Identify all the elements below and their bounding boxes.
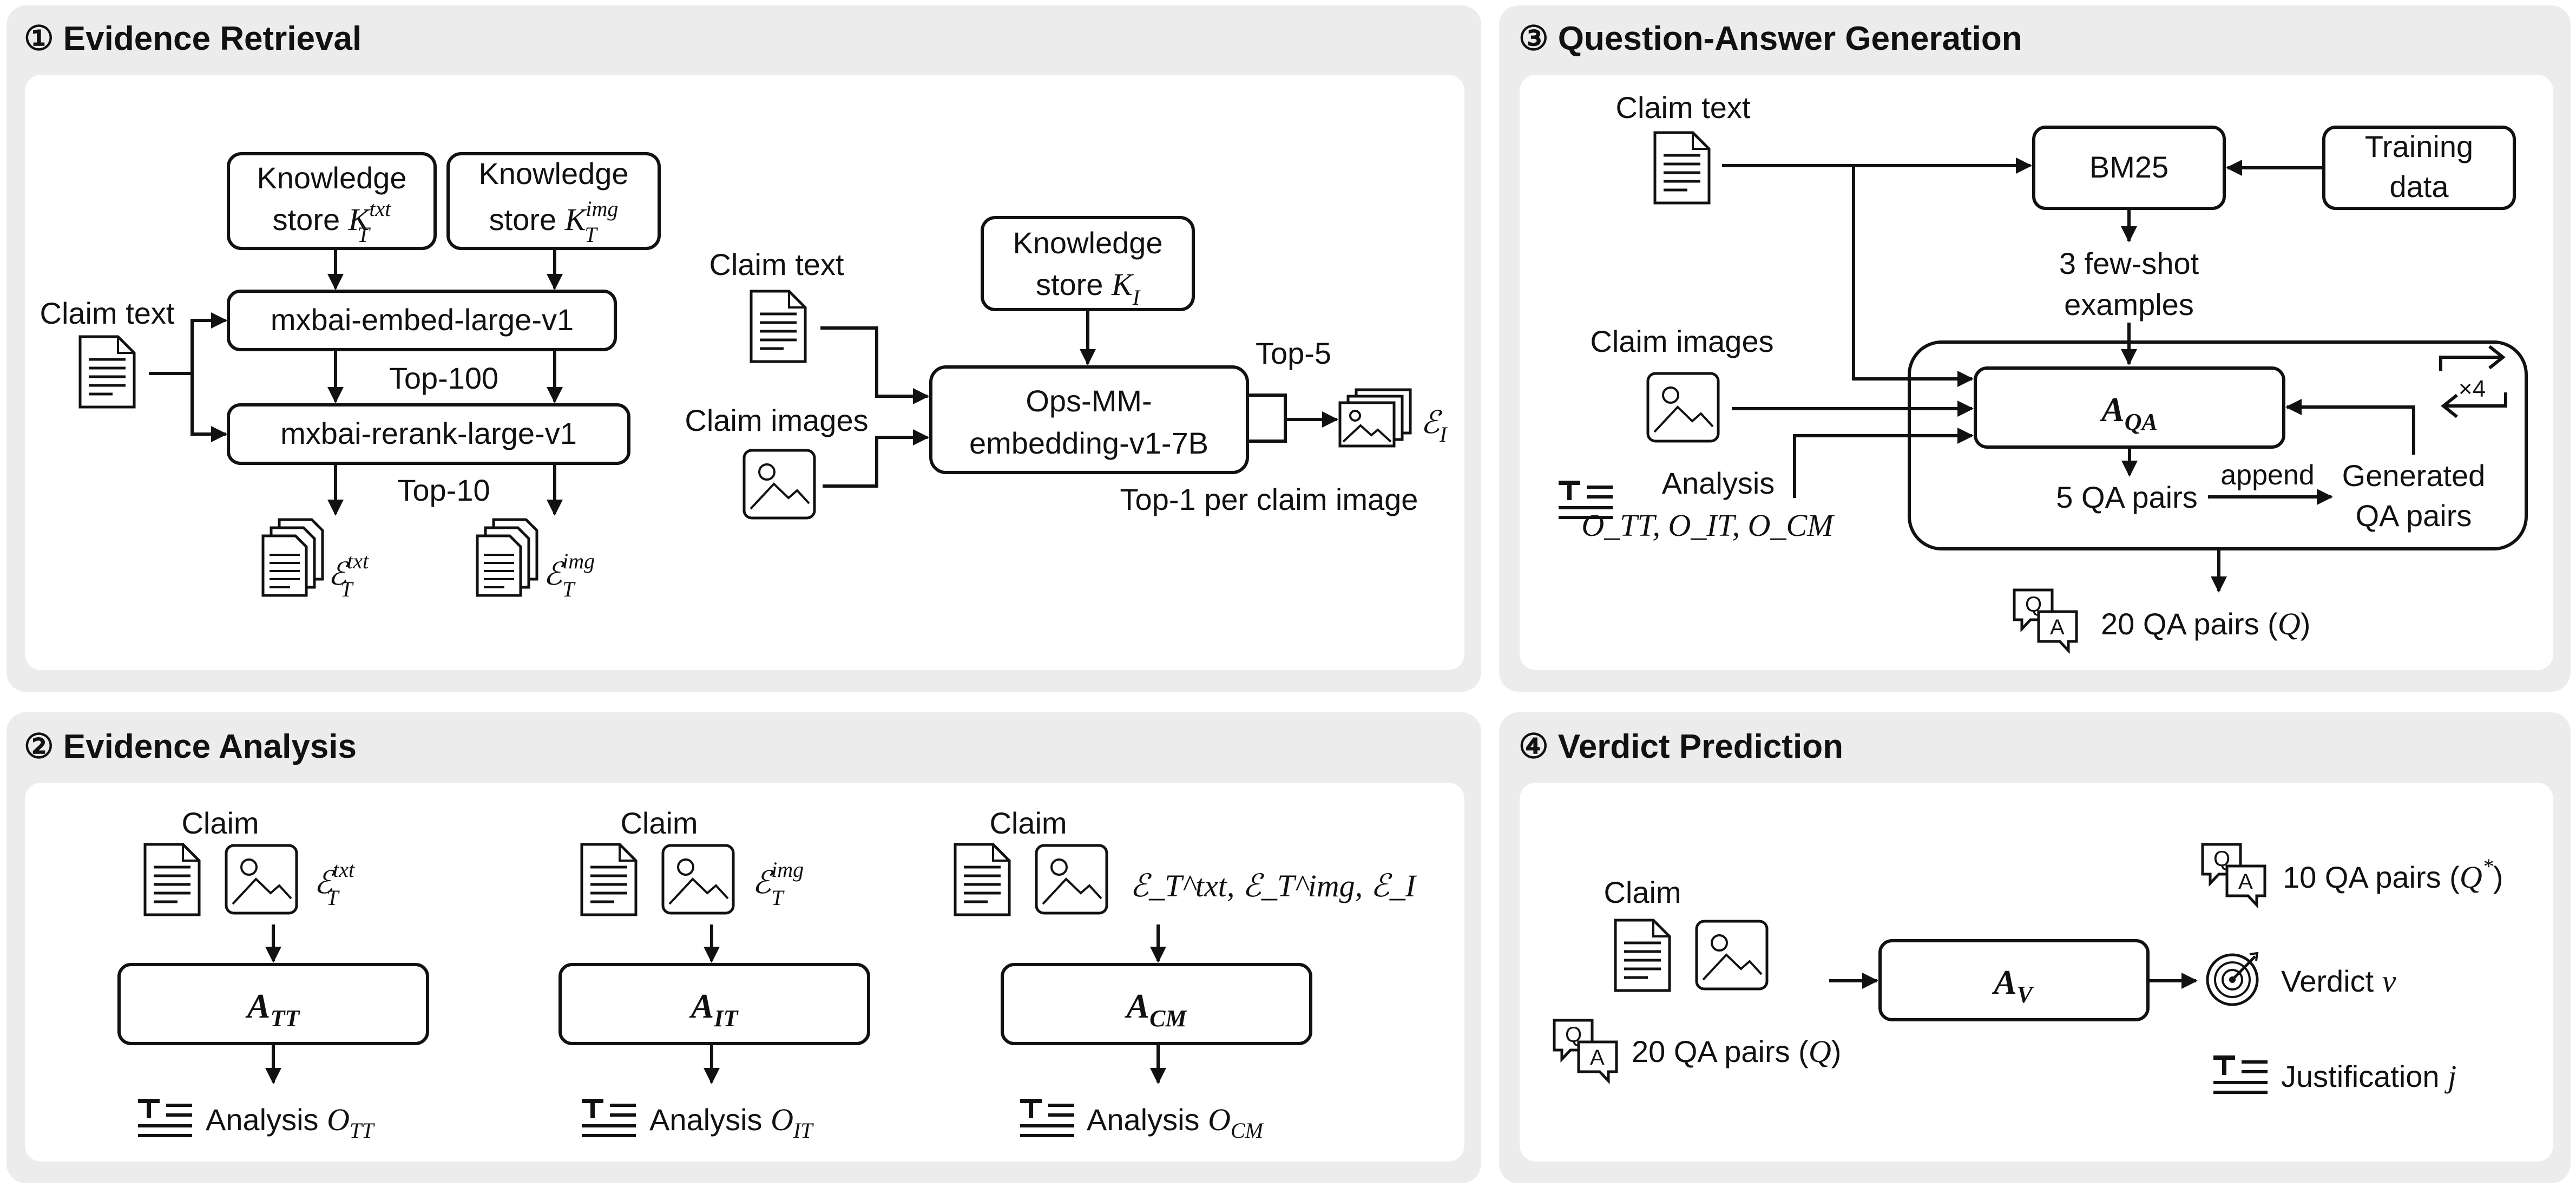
analysis-label-cm: Analysis OCM: [1087, 1102, 1265, 1143]
rerank-model-box: [227, 403, 630, 465]
ks-i-line2: store KI: [1036, 267, 1141, 310]
twenty-qa-label: 20 QA pairs (Q): [2101, 606, 2310, 641]
verdict-label: Verdict v: [2281, 963, 2396, 999]
qa-analysis-label: Analysis: [1662, 466, 1775, 500]
bm25-label: BM25: [2089, 150, 2168, 184]
panel-title-verdict: ④ Verdict Prediction: [1519, 728, 1843, 765]
qa-generation-diagram: Claim text BM25 Training data 3 few-shot…: [1559, 90, 2528, 651]
verdict-claim-doc-icon: [1615, 920, 1670, 991]
embed-model-box: [227, 290, 617, 351]
agent-tt-box: [117, 963, 429, 1045]
evidence-label-cm: ℰ_T^txt, ℰ_T^img, ℰ_I: [1130, 868, 1417, 903]
qa-claim-image-icon: [1648, 373, 1718, 441]
fewshot-line2: examples: [2064, 287, 2194, 322]
embed-model-label: mxbai-embed-large-v1: [271, 303, 574, 337]
verdict-twenty-qa-label: 20 QA pairs (Q): [1632, 1034, 1841, 1069]
justification-label: Justification j: [2281, 1059, 2456, 1094]
analysis-label-tt: Analysis OTT: [206, 1102, 375, 1143]
claim-doc-icon-cm: [955, 844, 1009, 915]
evidence-i-label: ℰI: [1421, 405, 1448, 447]
training-line2: data: [2390, 169, 2449, 204]
ks-i-line1: Knowledge: [1013, 226, 1162, 260]
claim-img-icon-cm: [1036, 845, 1107, 913]
analysis-cm-column: Claim ℰ_T^txt, ℰ_T^img, ℰ_I ACM Analysis…: [955, 806, 1417, 1143]
append-label: append: [2220, 460, 2315, 491]
fewshot-line1: 3 few-shot: [2059, 246, 2199, 280]
claim-doc-icon-it: [582, 844, 636, 915]
repeat-count: ×4: [2459, 376, 2486, 402]
analysis-label-it: Analysis OIT: [649, 1102, 814, 1143]
verdict-claim-img-icon: [1697, 921, 1767, 989]
agent-tt-label: ATT: [245, 987, 301, 1032]
mm-model-line1: Ops-MM-: [1026, 384, 1152, 418]
agent-cm-label: ACM: [1124, 987, 1187, 1032]
top-10-label: Top-10: [397, 473, 490, 507]
rerank-model-label: mxbai-rerank-large-v1: [280, 416, 577, 450]
panel-title-analysis: ② Evidence Analysis: [24, 728, 357, 765]
qa-claim-images-label: Claim images: [1590, 324, 1773, 358]
agent-v-label: AV: [1992, 963, 2035, 1008]
claim-text-label: Claim text: [40, 296, 175, 330]
verdict-diagram: Claim 20 QA pairs (Q) AV 10 QA pairs (Q*…: [1554, 844, 2503, 1094]
panel-title-retrieval: ① Evidence Retrieval: [24, 20, 362, 57]
claim-label-cm: Claim: [989, 806, 1067, 840]
claim-document-icon: [80, 337, 134, 407]
mm-embedding-model-box: [929, 365, 1249, 474]
claim-images-label: Claim images: [685, 403, 868, 437]
agent-it-box: [558, 963, 870, 1045]
claim-img-icon-it: [663, 845, 733, 913]
ten-qa-label: 10 QA pairs (Q*): [2283, 854, 2503, 895]
claim-label-it: Claim: [620, 806, 698, 840]
claim-image-icon: [744, 450, 814, 518]
qa-claim-document-icon: [1655, 133, 1709, 203]
claim-document-icon-2: [751, 291, 805, 362]
verdict-claim-label: Claim: [1604, 875, 1681, 909]
qa-claim-text-label: Claim text: [1616, 90, 1751, 124]
top-5-label: Top-5: [1256, 336, 1331, 370]
generated-line2: QA pairs: [2356, 499, 2472, 533]
five-qa-label: 5 QA pairs: [2056, 480, 2197, 514]
image-evidence-stack-icon: [1340, 390, 1410, 446]
ks-txt-line1: Knowledge: [257, 161, 406, 195]
mm-model-line2: embedding-v1-7B: [969, 426, 1208, 460]
claim-doc-icon-tt: [145, 844, 199, 915]
panel-title-qa: ③ Question-Answer Generation: [1519, 20, 2022, 57]
agent-cm-box: [1001, 963, 1312, 1045]
claim-text-label-2: Claim text: [709, 247, 844, 281]
top-100-label: Top-100: [389, 361, 498, 395]
qa-analysis-vars: O_TT, O_IT, O_CM: [1581, 508, 1835, 543]
agent-qa-box: [1974, 366, 2285, 449]
claim-label-tt: Claim: [181, 806, 259, 840]
image-evidence-docs-icon: [477, 520, 537, 595]
agent-it-label: AIT: [689, 987, 739, 1032]
generated-line1: Generated: [2342, 458, 2486, 493]
text-evidence-docs-icon: [263, 520, 323, 595]
ks-img-line1: Knowledge: [478, 156, 628, 191]
claim-img-icon-tt: [226, 845, 297, 913]
agent-qa-label: AQA: [2099, 390, 2158, 435]
verdict-target-icon: [2207, 953, 2257, 1005]
knowledge-store-txt-box: [227, 152, 437, 250]
top-1-label: Top-1 per claim image: [1120, 482, 1418, 516]
training-line1: Training: [2365, 129, 2473, 163]
retrieval-image-branch: Claim text Claim images Knowledge store …: [685, 216, 1448, 518]
